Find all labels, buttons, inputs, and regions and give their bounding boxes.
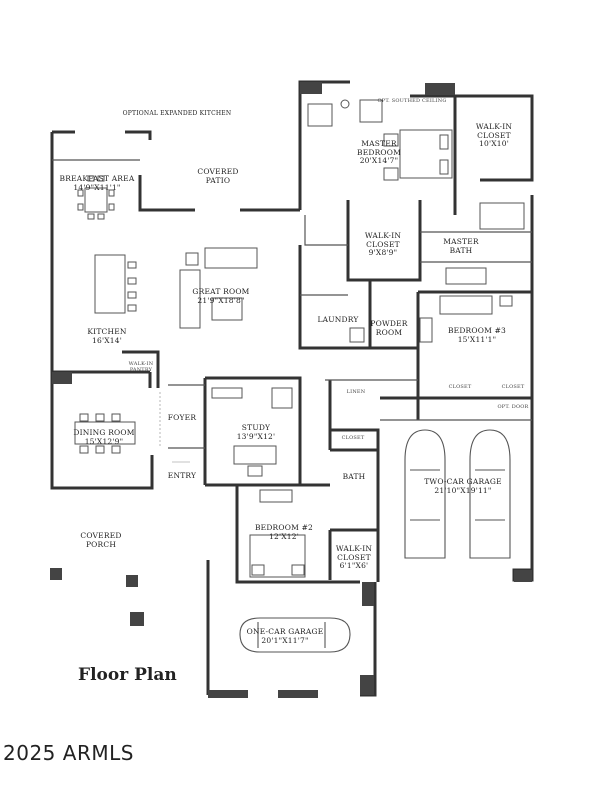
label-foyer: FOYER xyxy=(167,413,197,422)
label-breakfast: BREAKFAST AREA 14'9"X11'1" xyxy=(59,174,135,192)
label-study: STUDY 13'9"X12' xyxy=(236,423,276,441)
bedroom2-name: BEDROOM #2 xyxy=(254,523,314,532)
pantry-name: WALK-IN xyxy=(128,361,154,367)
master-closet-name: WALK-IN xyxy=(475,122,513,131)
label-bedroom2: BEDROOM #2 12'X12' xyxy=(254,523,314,541)
label-closet-a: CLOSET xyxy=(341,435,365,441)
label-closet-b: CLOSET xyxy=(448,384,472,390)
powder-name: POWDER xyxy=(370,319,408,328)
label-bath: BATH xyxy=(342,472,366,481)
master-bedroom-name2: BEDROOM xyxy=(356,147,402,157)
label-great-room: GREAT ROOM 21'9"X18'8" xyxy=(192,287,250,305)
label-bedroom3: BEDROOM #3 15'X11'1" xyxy=(447,326,507,344)
patio-name2: PATIO xyxy=(205,175,231,185)
label-powder: POWDER ROOM xyxy=(370,319,408,337)
walkin-closet2-size: 6'1"X6' xyxy=(339,561,369,571)
label-covered-porch: COVERED PORCH xyxy=(80,531,122,549)
one-car-car xyxy=(239,617,351,653)
label-laundry: LAUNDRY xyxy=(317,315,359,324)
walkin-closet-name: WALK-IN xyxy=(364,231,402,240)
study-name: STUDY xyxy=(241,423,271,432)
label-opt-door: OPT. DOOR xyxy=(497,404,529,410)
patio-name: COVERED xyxy=(197,167,239,176)
great-room-size: 21'9"X18'8" xyxy=(197,295,245,305)
porch-name: COVERED xyxy=(80,531,122,540)
breakfast-size: 14'9"X11'1" xyxy=(73,182,121,192)
one-car-garage-size: 20'1"X11'7" xyxy=(261,635,309,645)
label-two-car-garage: TWO-CAR GARAGE 21'10"X19'11" xyxy=(424,477,502,495)
bedroom2-size: 12'X12' xyxy=(269,531,299,541)
master-bath-name: MASTER xyxy=(443,237,479,246)
plan-title: Floor Plan xyxy=(78,665,177,685)
study-size: 13'9"X12' xyxy=(236,431,276,441)
walkin-closet2-name2: CLOSET xyxy=(337,552,371,562)
wall-blocks xyxy=(50,82,532,698)
label-walkin-closet2: WALK-IN CLOSET 6'1"X6' xyxy=(335,544,373,571)
label-master-closet: WALK-IN CLOSET 10'X10' xyxy=(475,122,513,149)
label-master-bedroom: MASTER BEDROOM 20'X14'7" xyxy=(356,139,402,166)
kitchen-size: 16'X14' xyxy=(92,335,122,345)
great-room-name: GREAT ROOM xyxy=(192,287,250,296)
two-car-garage-size: 21'10"X19'11" xyxy=(434,485,492,495)
exterior-walls xyxy=(50,80,534,697)
master-bath-name2: BATH xyxy=(449,245,473,255)
label-dining: DINING ROOM 15'X12'9" xyxy=(73,428,135,446)
copyright-text: 2025 ARMLS xyxy=(3,741,134,765)
bedroom3-size: 15'X11'1" xyxy=(457,334,497,344)
pantry-name2: PANTRY xyxy=(129,366,153,373)
furniture xyxy=(74,99,525,578)
label-optional-kitchen: OPTIONAL EXPANDED KITCHEN xyxy=(122,110,232,117)
label-entry: ENTRY xyxy=(167,471,197,480)
dining-name: DINING ROOM xyxy=(73,428,135,437)
label-one-car-garage: ONE-CAR GARAGE 20'1"X11'7" xyxy=(246,627,324,645)
walkin-closet-size: 9'X8'9" xyxy=(368,248,398,258)
two-car-garage-name: TWO-CAR GARAGE xyxy=(424,477,502,486)
one-car-garage-name: ONE-CAR GARAGE xyxy=(246,627,324,636)
breakfast-name: BREAKFAST AREA xyxy=(59,174,135,183)
label-master-bath: MASTER BATH xyxy=(443,237,479,255)
kitchen-name: KITCHEN xyxy=(87,327,127,336)
label-walkin-pantry: WALK-IN PANTRY xyxy=(128,361,154,374)
powder-name2: ROOM xyxy=(375,327,403,337)
bedroom3-name: BEDROOM #3 xyxy=(447,326,507,335)
master-closet-size: 10'X10' xyxy=(479,139,509,149)
label-linen: LINEN xyxy=(346,389,366,395)
walkin-closet-name2: CLOSET xyxy=(366,239,400,249)
two-car-cars xyxy=(404,429,511,559)
interior-walls xyxy=(52,159,532,449)
label-closet-c: CLOSET xyxy=(501,384,525,390)
label-covered-patio: COVERED PATIO xyxy=(197,167,239,185)
stairs-hatch xyxy=(159,392,190,463)
label-opt-ceiling: OPT. SOUTHED CEILING xyxy=(377,98,447,104)
label-kitchen: KITCHEN 16'X14' xyxy=(87,327,127,345)
master-bedroom-name: MASTER xyxy=(361,139,397,148)
master-closet-name2: CLOSET xyxy=(477,130,511,140)
master-bedroom-size: 20'X14'7" xyxy=(359,156,399,166)
walkin-closet2-name: WALK-IN xyxy=(335,544,373,553)
label-walkin-closet: WALK-IN CLOSET 9'X8'9" xyxy=(364,231,402,258)
porch-name2: PORCH xyxy=(85,539,117,549)
dining-size: 15'X12'9" xyxy=(84,436,124,446)
